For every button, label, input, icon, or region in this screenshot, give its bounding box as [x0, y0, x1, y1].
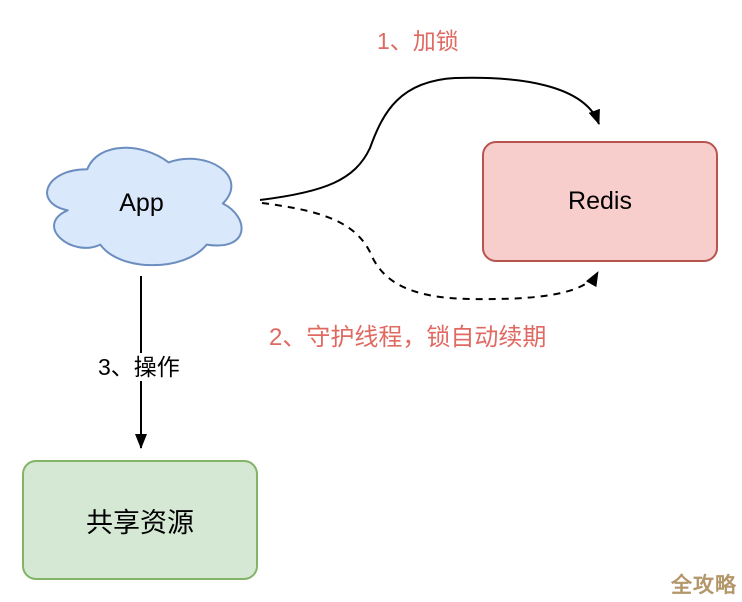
edge-label-renew: 2、守护线程，锁自动续期 [269, 324, 547, 351]
node-app-label: App [119, 189, 164, 217]
edge-label-lock: 1、加锁 [377, 28, 459, 54]
edge-renew-arrow [261, 202, 599, 301]
node-redis-label: Redis [568, 187, 632, 215]
edge-lock-arrow [259, 76, 600, 201]
watermark-text: 全攻略 [671, 574, 737, 597]
node-redis: Redis [482, 141, 718, 262]
app-cloud-shape [46, 146, 243, 267]
node-shared-resource-label: 共享资源 [86, 507, 194, 538]
node-app: App [33, 135, 250, 272]
edge-label-operate: 3、操作 [94, 353, 184, 382]
node-shared-resource: 共享资源 [22, 460, 258, 580]
